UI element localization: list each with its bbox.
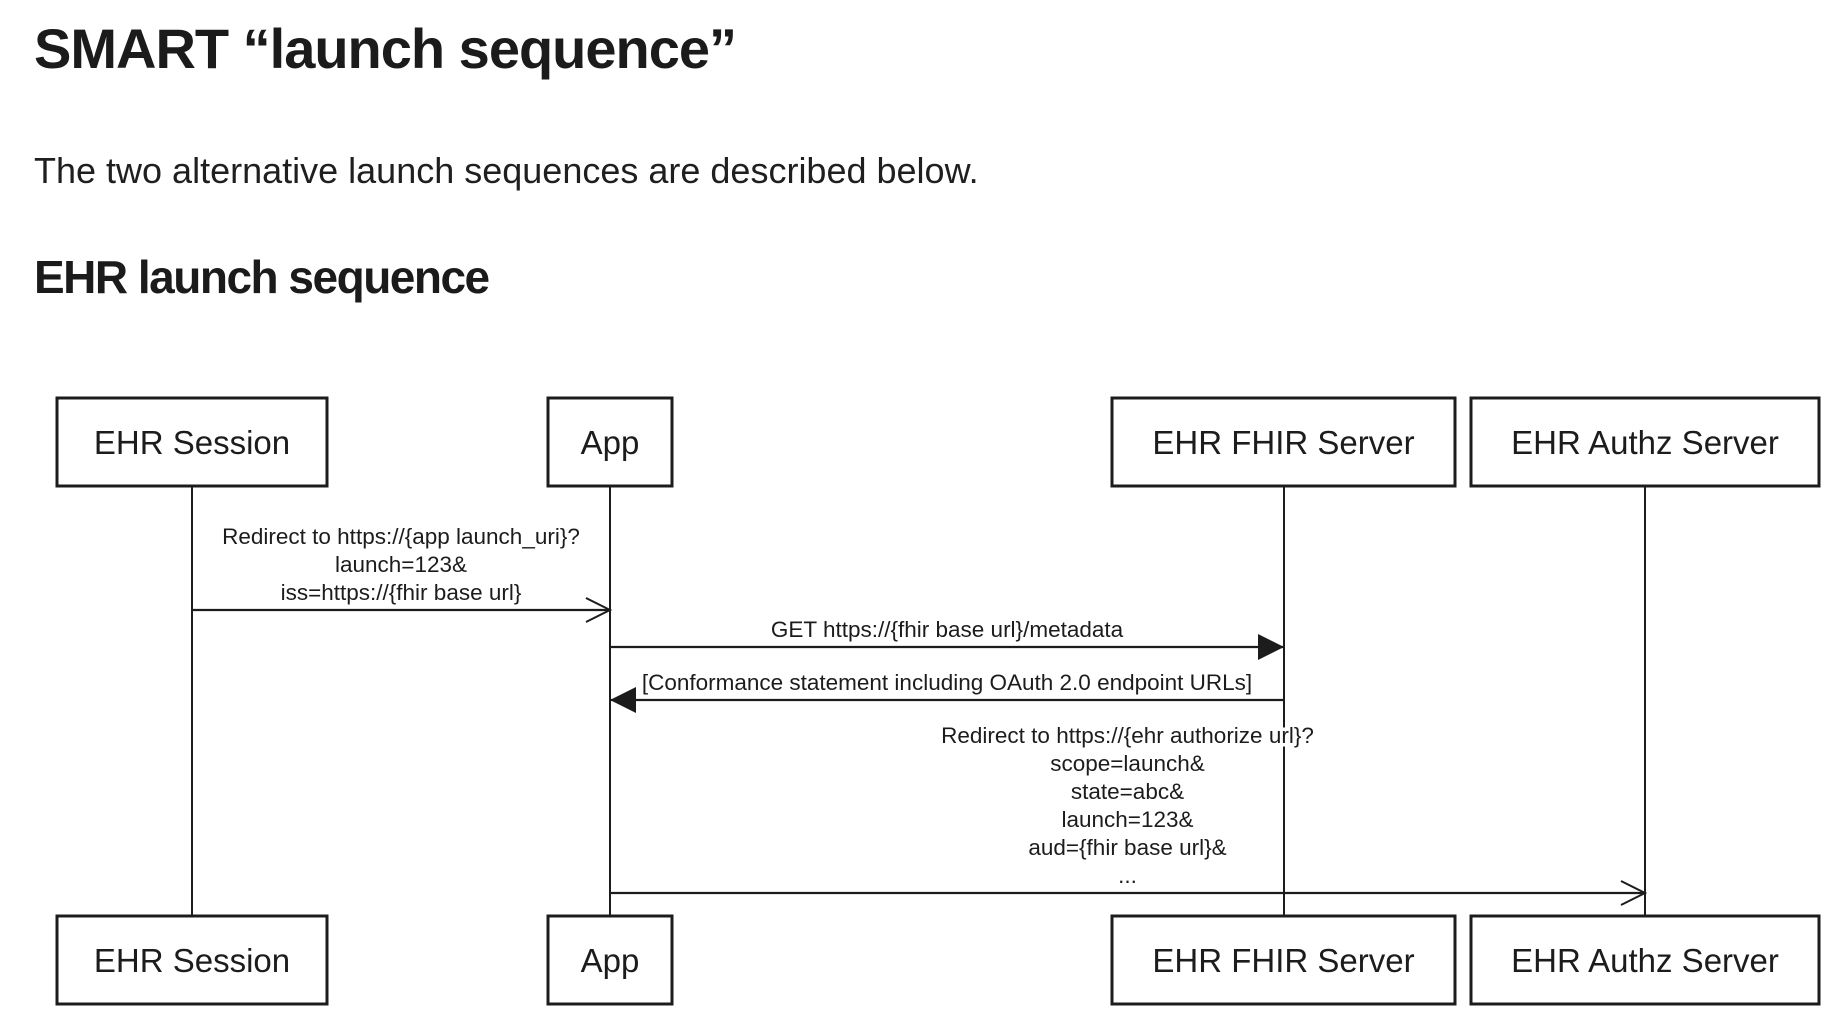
message-label: ... — [1118, 863, 1137, 888]
actor-bottom-label-authz: EHR Authz Server — [1511, 942, 1779, 979]
actor-top-label-authz: EHR Authz Server — [1511, 424, 1779, 461]
actor-top-box-authz — [1469, 396, 1821, 488]
actor-bottom-box-app — [546, 914, 674, 1006]
actor-top-label-ehr_session: EHR Session — [94, 424, 290, 461]
actor-bottom-box-fhir — [1110, 914, 1457, 1006]
message-label: launch=123& — [1062, 807, 1194, 832]
message-label: aud={fhir base url}& — [1028, 835, 1226, 860]
message-label: Redirect to https://{app launch_uri}? — [222, 524, 580, 549]
page-title: SMART “launch sequence” — [34, 17, 737, 80]
actor-bottom-label-fhir: EHR FHIR Server — [1152, 942, 1414, 979]
message-label: launch=123& — [335, 552, 467, 577]
actor-top-box-ehr_session — [55, 396, 329, 488]
filled-arrowhead-icon — [1258, 634, 1284, 660]
intro-paragraph: The two alternative launch sequences are… — [34, 150, 979, 191]
message-label: iss=https://{fhir base url} — [281, 580, 522, 605]
actor-bottom-box-ehr_session — [55, 914, 329, 1006]
actor-top-label-fhir: EHR FHIR Server — [1152, 424, 1414, 461]
actor-top-box-fhir — [1110, 396, 1457, 488]
actor-bottom-label-ehr_session: EHR Session — [94, 942, 290, 979]
open-arrowhead-icon — [585, 597, 613, 623]
message-label: scope=launch& — [1050, 751, 1205, 776]
message-label: GET https://{fhir base url}/metadata — [771, 617, 1124, 642]
open-arrowhead-icon — [1620, 880, 1648, 906]
section-heading: EHR launch sequence — [34, 251, 490, 303]
filled-arrowhead-icon — [610, 687, 636, 713]
message-label: Redirect to https://{ehr authorize url}? — [941, 723, 1314, 748]
message-label: [Conformance statement including OAuth 2… — [642, 670, 1252, 695]
actor-top-label-app: App — [581, 424, 640, 461]
actor-top-box-app — [546, 396, 674, 488]
message-label: state=abc& — [1071, 779, 1184, 804]
actor-bottom-label-app: App — [581, 942, 640, 979]
actor-bottom-box-authz — [1469, 914, 1821, 1006]
